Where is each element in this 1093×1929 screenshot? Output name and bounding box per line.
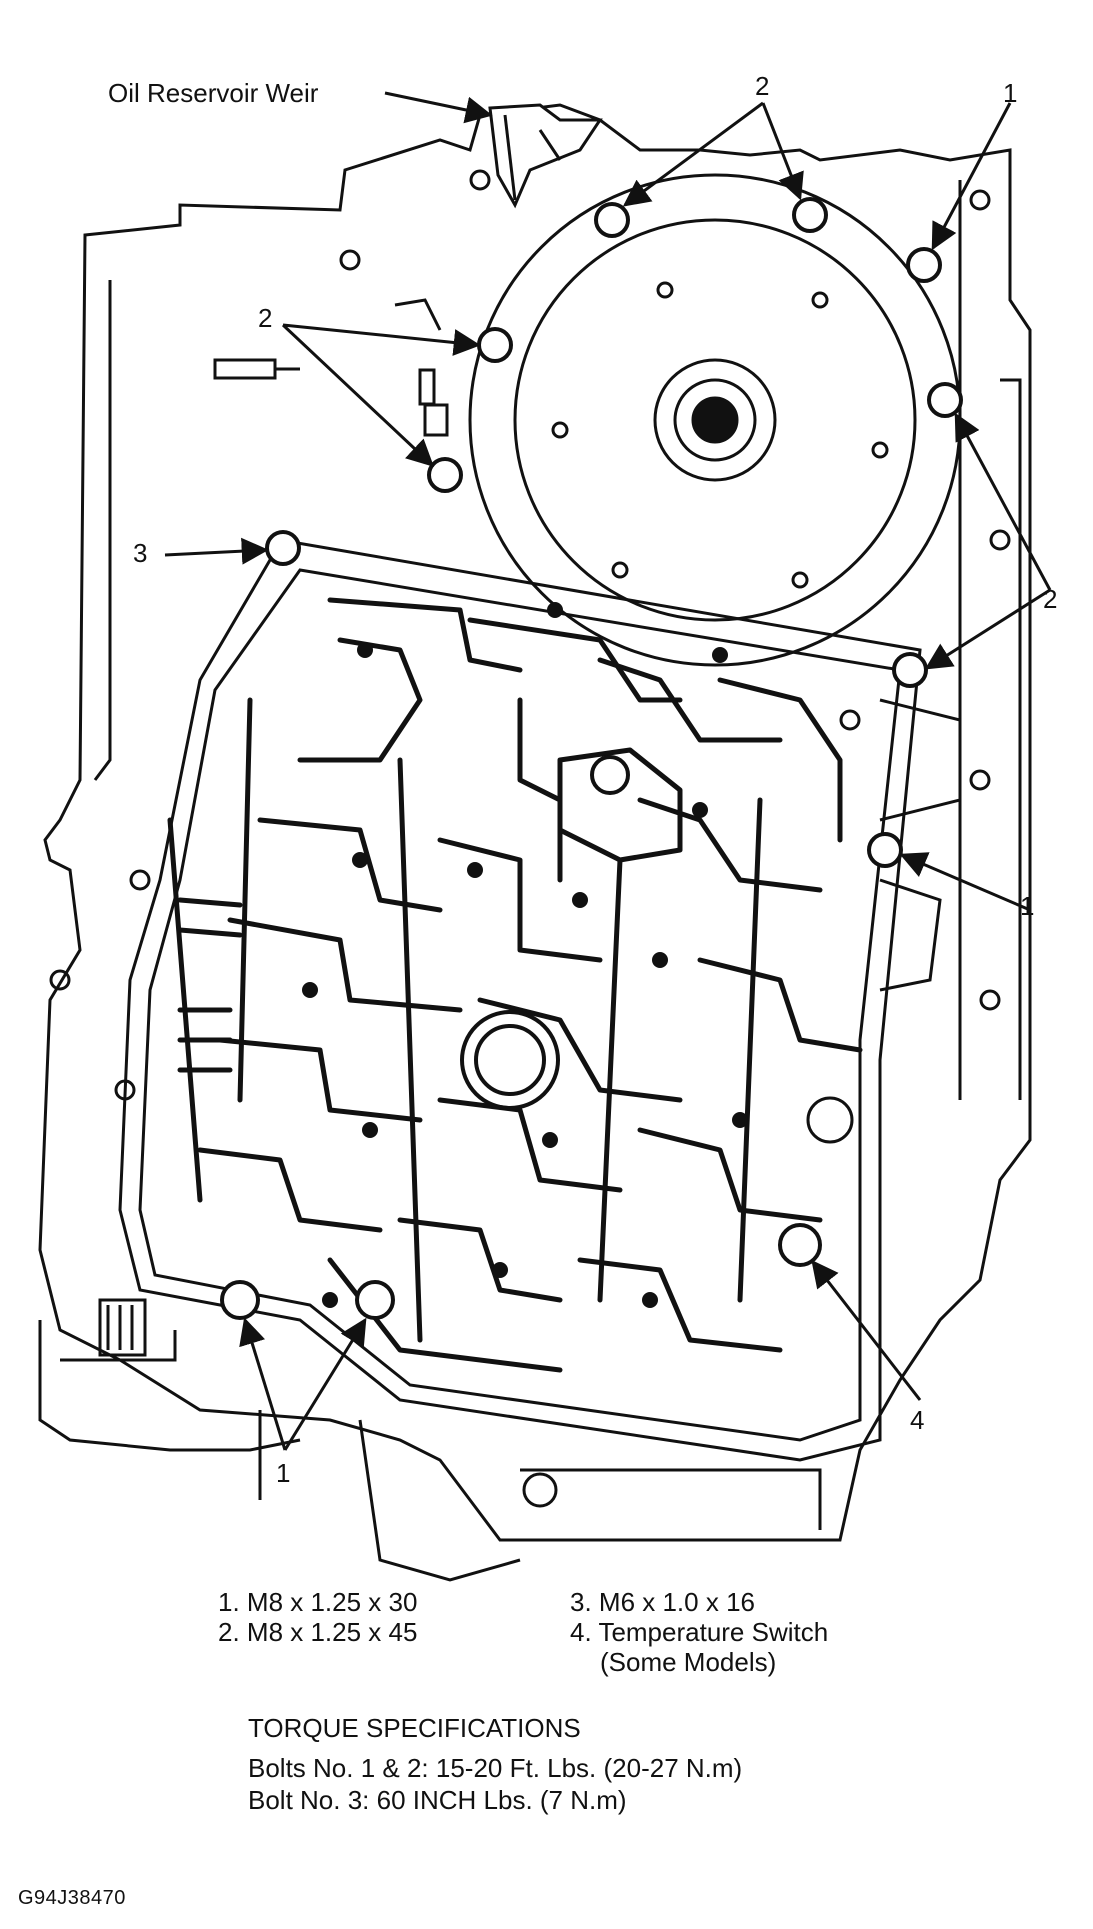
torque-heading: TORQUE SPECIFICATIONS: [248, 1713, 581, 1743]
callout-right-1: 1: [1020, 891, 1035, 921]
bolt-2-top-right: [792, 197, 828, 233]
bolt-2-upper-left: [477, 327, 513, 363]
callout-left-2: 2: [258, 303, 273, 333]
legend-right: 3. M6 x 1.0 x 16 4. Temperature Switch (…: [570, 1587, 828, 1677]
temperature-switch: [778, 1223, 822, 1267]
plate-holes: [302, 602, 748, 1308]
callout-top-2: 2: [755, 71, 770, 101]
torque-line-2: Bolt No. 3: 60 INCH Lbs. (7 N.m): [248, 1785, 627, 1815]
legend-left: 1. M8 x 1.25 x 30 2. M8 x 1.25 x 45: [218, 1587, 417, 1647]
bolt-2-top-left: [594, 202, 630, 238]
case-bolt-holes: [49, 169, 1011, 1508]
callout-top-1: 1: [1003, 78, 1018, 108]
legend-item-3: 3. M6 x 1.0 x 16: [570, 1587, 755, 1617]
bolt-3: [265, 530, 301, 566]
servo-cover: [468, 173, 962, 667]
torque-specifications: TORQUE SPECIFICATIONS Bolts No. 1 & 2: 1…: [248, 1712, 742, 1816]
valve-body-diagram: [38, 91, 1052, 1582]
callout-bottom-1: 1: [276, 1458, 291, 1488]
weir-label: Oil Reservoir Weir: [108, 78, 319, 108]
callout-right-2: 2: [1043, 584, 1058, 614]
bolts: [220, 197, 963, 1320]
legend-item-1: 1. M8 x 1.25 x 30: [218, 1587, 418, 1617]
callout-left-3: 3: [133, 538, 148, 568]
bolt-2-right-upper: [927, 382, 963, 418]
callout-leaders: [164, 91, 1052, 1451]
bolt-1-right: [867, 832, 903, 868]
bolt-1-top: [906, 247, 942, 283]
hardware-details: [98, 298, 449, 1357]
figure-id: G94J38470: [18, 1887, 126, 1909]
legend-item-2: 2. M8 x 1.25 x 45: [218, 1617, 418, 1647]
bolt-2-right-lower: [892, 652, 928, 688]
valve-body-passages: [167, 597, 863, 1373]
bolt-1-bottom-left: [220, 1280, 260, 1320]
oil-reservoir-weir: [488, 103, 603, 209]
valve-body: [118, 538, 922, 1462]
legend-item-4: 4. Temperature Switch: [570, 1617, 829, 1647]
torque-line-1: Bolts No. 1 & 2: 15-20 Ft. Lbs. (20-27 N…: [248, 1753, 743, 1783]
bolt-1-bottom-right: [355, 1280, 395, 1320]
legend-item-4-note: (Some Models): [600, 1647, 777, 1677]
callout-bottom-4: 4: [910, 1405, 925, 1435]
central-bore: [460, 755, 630, 1110]
bolt-2-middle-left: [427, 457, 463, 493]
